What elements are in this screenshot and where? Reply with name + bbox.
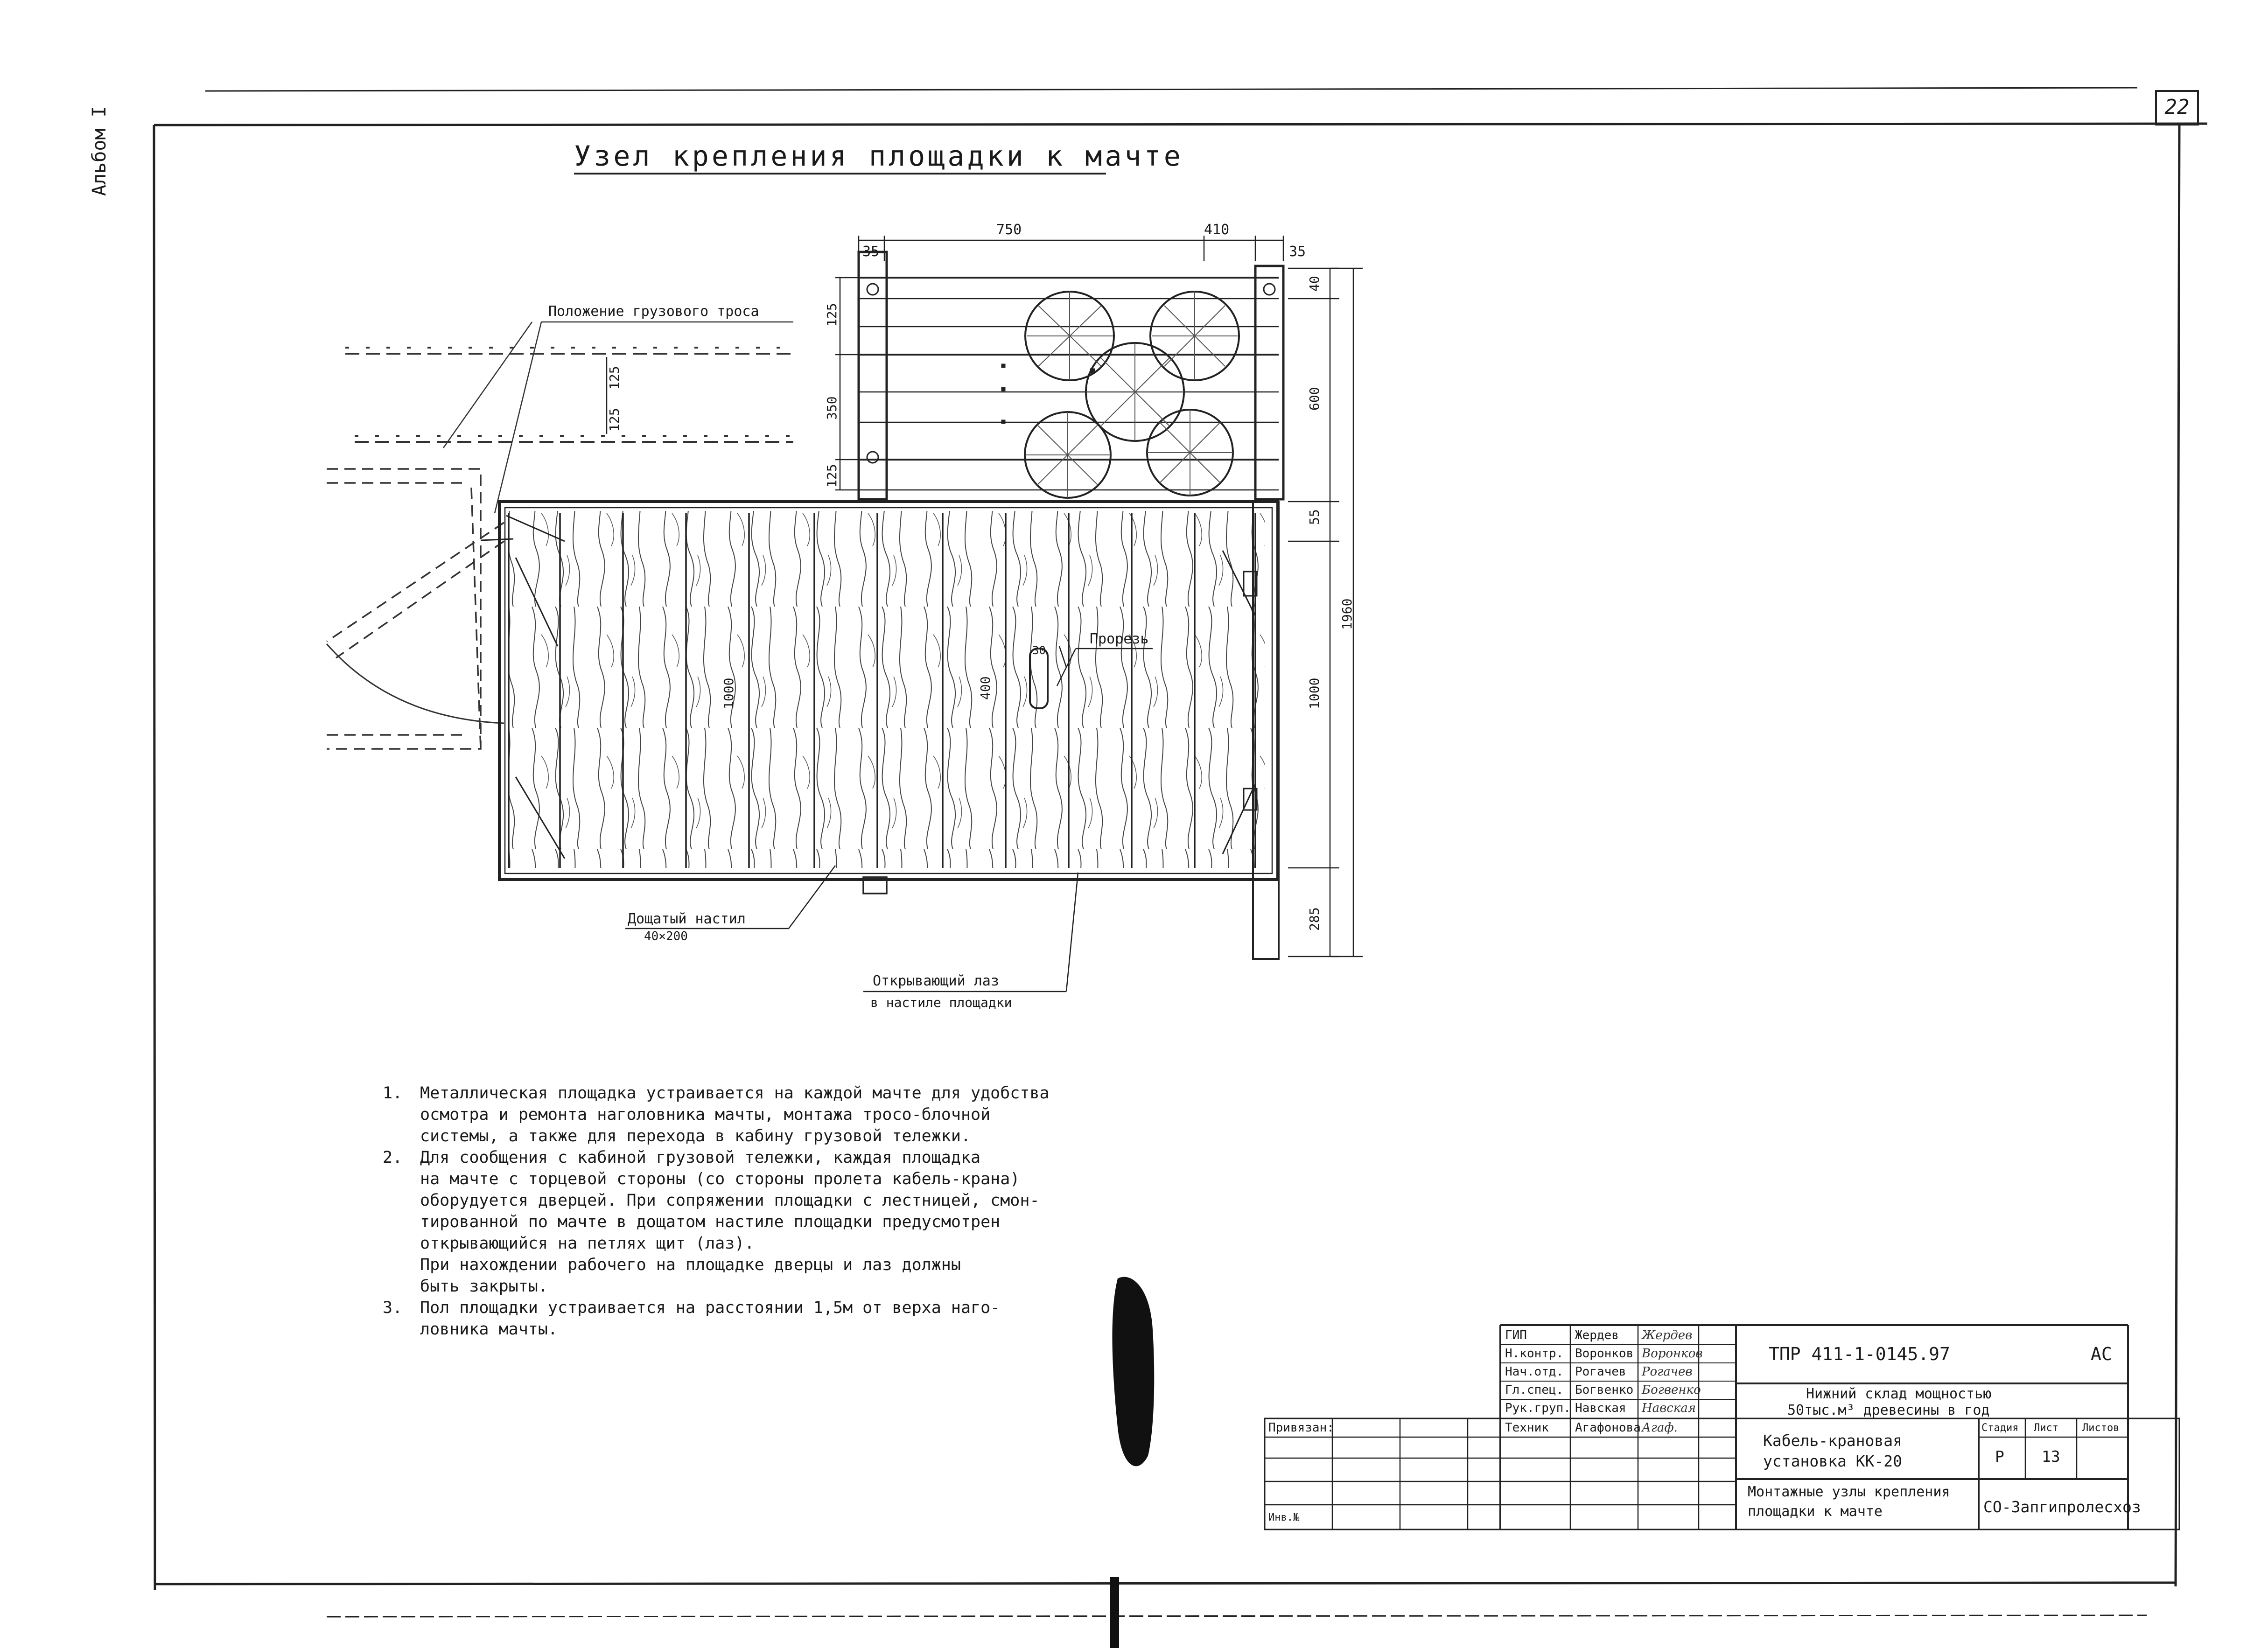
leader-lines: [625, 646, 1153, 992]
notes: 1. Металлическая площадка устраивается н…: [383, 1082, 1185, 1340]
tb-signature: Воронков: [1642, 1347, 1703, 1361]
dim-top-750: 750: [996, 222, 1022, 238]
scan-artifact: [1110, 1277, 1155, 1648]
tb-object-line2: 50тыс.м³ древесины в год: [1787, 1402, 1990, 1418]
sheet-frame: [153, 87, 2208, 1618]
tb-sheet: 13: [2042, 1447, 2060, 1466]
tb-name: Жердев: [1575, 1328, 1619, 1342]
tb-name: Агафонова: [1575, 1421, 1641, 1435]
dim-slot-30: 30: [1032, 644, 1046, 657]
dim-overall-1960: 1960: [1339, 598, 1355, 630]
platform-plan: [480, 500, 1280, 960]
dim-board-1000: 1000: [721, 677, 736, 709]
tb-sheets-header: Листов: [2082, 1422, 2120, 1434]
tb-drawing-line2: площадки к мачте: [1748, 1503, 1883, 1520]
tb-organization: СО-Запгипролесхоз: [1983, 1498, 2141, 1516]
tb-role: Нач.отд.: [1505, 1365, 1564, 1379]
title-block-grid: [1264, 1324, 2180, 1530]
tb-drawing-line1: Монтажные узлы крепления: [1748, 1484, 1950, 1500]
callout-hatch-line1: Открывающий лаз: [873, 973, 999, 989]
dim-right-40: 40: [1307, 276, 1322, 292]
tb-role: Н.контр.: [1505, 1347, 1564, 1361]
tb-signature: Навская: [1642, 1401, 1696, 1415]
album-label: Альбом I: [89, 106, 110, 196]
dim-rope-125-a: 125: [607, 366, 622, 390]
tb-name: Навская: [1575, 1401, 1626, 1415]
tb-inv: Инв.№: [1268, 1512, 1300, 1523]
callout-slot: Прорезь: [1090, 631, 1149, 647]
tb-object-line1: Нижний склад мощностью: [1806, 1386, 1992, 1402]
note-line: Пол площадки устраивается на расстоянии …: [420, 1299, 1001, 1317]
note-line: При нахождении рабочего на площадке двер…: [420, 1256, 961, 1274]
rope-lines: [345, 321, 793, 514]
tb-role: Рук.груп.: [1505, 1401, 1571, 1415]
dim-top-35-left: 35: [862, 244, 880, 260]
note-line: открывающийся на петлях щит (лаз).: [420, 1234, 755, 1253]
dimension-lines: [606, 236, 1363, 957]
tb-unit-line1: Кабель-крановая: [1763, 1432, 1903, 1450]
tb-code: ТПР 411-1-0145.97: [1769, 1344, 1950, 1364]
note-1: 1. Металлическая площадка устраивается н…: [383, 1082, 1185, 1147]
tb-sheet-header: Лист: [2034, 1422, 2058, 1434]
callout-deck-line2: 40×200: [644, 929, 688, 943]
note-number: 1.: [383, 1084, 403, 1103]
note-line: осмотра и ремонта наголовника мачты, мон…: [420, 1105, 991, 1124]
tb-name: Воронков: [1575, 1347, 1634, 1361]
note-line: тированной по мачте в дощатом настиле пл…: [420, 1213, 1001, 1231]
sheet-number: 22: [2164, 95, 2190, 119]
tb-signature: Рогачев: [1642, 1365, 1693, 1379]
tb-name: Богвенко: [1575, 1383, 1634, 1397]
dim-left-125-bottom: 125: [824, 464, 840, 488]
dim-top-35-right: 35: [1289, 244, 1306, 260]
drawing-title: Узел крепления площадки к мачте: [574, 140, 1183, 173]
dim-right-55: 55: [1307, 509, 1322, 525]
tb-role: Техник: [1505, 1421, 1549, 1435]
note-line: оборудуется дверцей. При сопряжении площ…: [420, 1191, 1040, 1210]
callout-rope-position: Положение грузового троса: [548, 303, 759, 320]
tb-section: АС: [2091, 1344, 2112, 1364]
dim-right-1000: 1000: [1307, 677, 1322, 709]
note-line: на мачте с торцевой стороны (со стороны …: [420, 1170, 1020, 1188]
callout-deck-line1: Дощатый настил: [628, 911, 746, 927]
hatch-outline: [326, 468, 504, 750]
dim-left-350: 350: [824, 396, 840, 420]
callout-hatch-line2: в настиле площадки: [870, 995, 1012, 1010]
note-number: 2.: [383, 1148, 403, 1167]
dim-slot-400: 400: [978, 676, 993, 700]
note-line: быть закрыты.: [420, 1277, 548, 1296]
dim-rope-125-b: 125: [607, 408, 622, 432]
tb-name: Рогачев: [1575, 1365, 1626, 1379]
note-number: 3.: [383, 1299, 403, 1317]
tb-signature: Агаф.: [1642, 1421, 1678, 1435]
note-line: Металлическая площадка устраивается на к…: [420, 1084, 1050, 1103]
dim-right-600: 600: [1307, 387, 1322, 411]
tb-stage: Р: [1995, 1447, 2004, 1466]
tb-signature: Жердев: [1642, 1328, 1693, 1342]
note-3: 3. Пол площадки устраивается на расстоян…: [383, 1297, 1185, 1340]
note-2: 2. Для сообщения с кабиной грузовой теле…: [383, 1147, 1185, 1297]
tb-unit-line2: установка КК-20: [1763, 1452, 1903, 1470]
note-line: Для сообщения с кабиной грузовой тележки…: [420, 1148, 981, 1167]
note-line: системы, а также для перехода в кабину г…: [420, 1127, 971, 1145]
dim-top-410: 410: [1204, 222, 1230, 238]
tb-stage-header: Стадия: [1981, 1422, 2019, 1434]
dim-left-125-top: 125: [824, 303, 840, 327]
tb-privyazan: Привязан:: [1268, 1421, 1334, 1435]
note-line: ловника мачты.: [420, 1320, 558, 1339]
mast-top-view: [857, 251, 1285, 501]
tb-signature: Богвенко: [1642, 1383, 1701, 1397]
dim-right-285: 285: [1307, 907, 1322, 931]
tb-role: Гл.спец.: [1505, 1383, 1564, 1397]
tb-role: ГИП: [1505, 1328, 1527, 1342]
